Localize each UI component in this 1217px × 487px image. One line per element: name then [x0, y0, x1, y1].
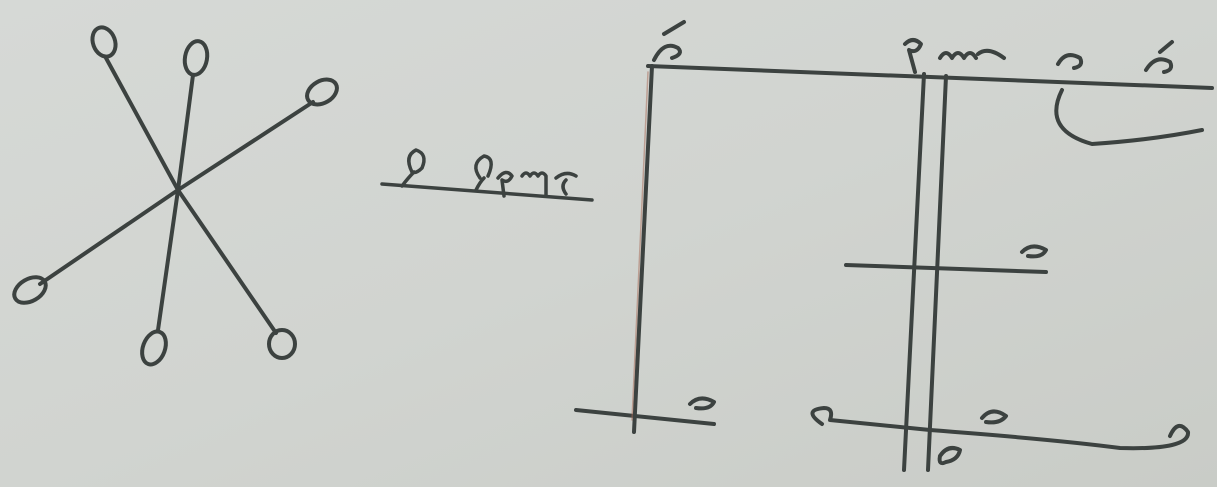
numeral-line-figure	[380, 148, 594, 202]
star-arm	[156, 188, 180, 332]
star-loop	[12, 275, 48, 305]
star-arm	[104, 56, 180, 192]
accent-rule	[631, 71, 649, 421]
looped-star-figure	[12, 25, 339, 367]
glyph-mark	[938, 51, 978, 60]
twin-vertical-a	[902, 72, 926, 472]
glyph-mark	[1056, 53, 1084, 70]
crossbar-bottom-left	[810, 406, 932, 432]
glyph-mark	[400, 170, 416, 188]
frame-left-vertical	[632, 64, 654, 434]
glyph-mark	[1158, 40, 1174, 54]
star-loop	[140, 329, 168, 367]
glyph-mark	[662, 20, 686, 36]
star-arm	[176, 73, 195, 192]
glyph-mark	[1144, 57, 1174, 74]
star-loop	[182, 39, 210, 77]
glyph-mark	[937, 446, 962, 466]
crossbar-middle	[844, 263, 1048, 274]
star-loop	[90, 25, 118, 59]
glyph-mark	[554, 171, 578, 180]
glyph-mark	[1020, 244, 1048, 259]
glyph-mark	[561, 178, 568, 196]
base-line	[380, 182, 594, 202]
star-arm	[176, 188, 278, 335]
star-loop	[267, 328, 297, 360]
glyph-mark	[688, 396, 716, 411]
crossbar-left	[574, 408, 716, 426]
glyph-mark	[520, 171, 548, 198]
glyph-mark	[976, 48, 1006, 60]
glyph-mark	[903, 38, 923, 74]
glyph-mark	[474, 154, 493, 180]
crossbar-bottom-right	[928, 424, 1190, 451]
glyph-mark	[980, 409, 1008, 425]
glyph-mark	[407, 148, 426, 175]
star-loop	[305, 77, 339, 107]
frame-hook	[1054, 88, 1204, 146]
glyph-mark	[474, 176, 486, 192]
star-arm	[176, 100, 315, 192]
twin-vertical-b	[926, 74, 948, 472]
frame-top-bar	[646, 64, 1214, 90]
frame-figure	[574, 20, 1214, 472]
star-arm	[38, 188, 180, 286]
glyph-mark	[496, 170, 514, 198]
glyph-mark	[652, 43, 682, 62]
